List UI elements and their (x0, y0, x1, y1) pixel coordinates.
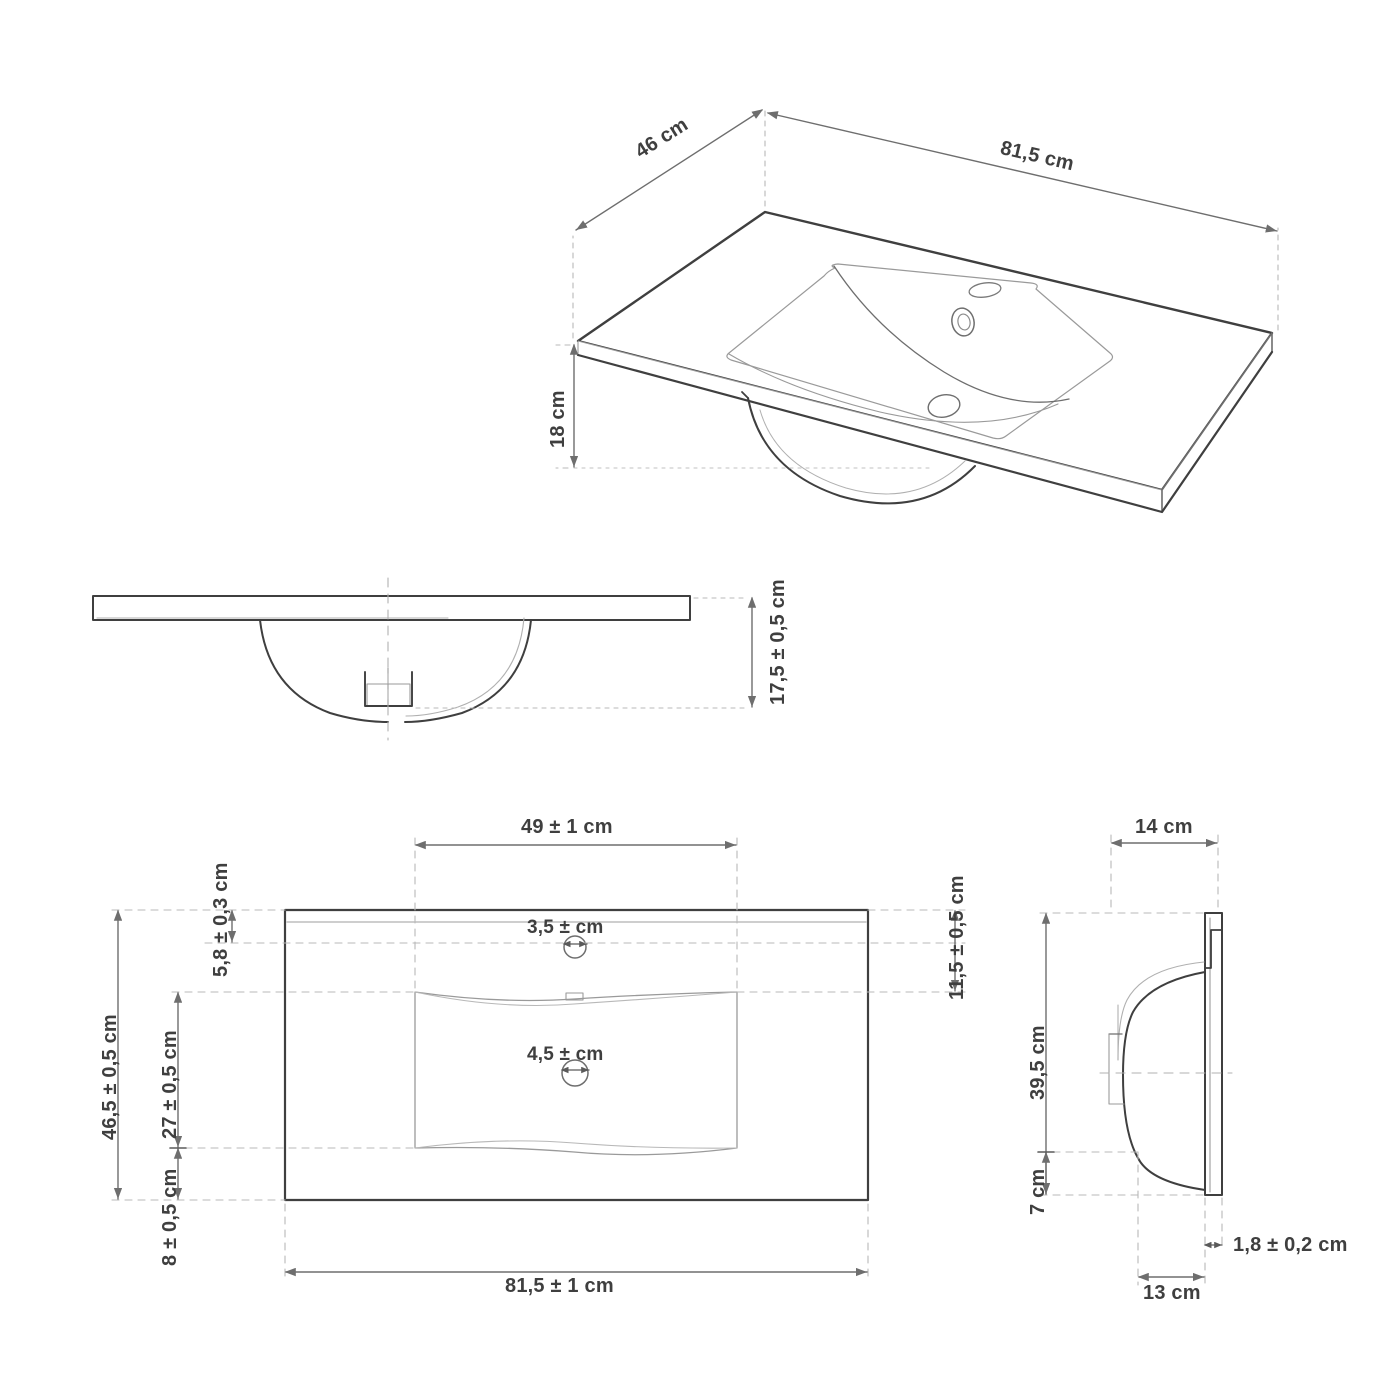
dim-plan-total-width: 81,5 ± 1 cm (505, 1275, 614, 1297)
dim-plan-tap-hole-offset: 5,8 ± 0,3 cm (210, 862, 232, 977)
dim-plan-drain-hole-diameter: 4,5 ± cm (527, 1044, 604, 1065)
side-section-geometry (1037, 834, 1233, 1286)
dim-side-top-width: 14 cm (1135, 816, 1193, 838)
plan-view-geometry (111, 837, 966, 1283)
dim-side-bottom-height: 7 cm (1027, 1168, 1049, 1215)
front-section-geometry (92, 577, 757, 741)
dim-side-rim-thickness: 1,8 ± 0,2 cm (1233, 1234, 1348, 1256)
dim-plan-total-depth: 46,5 ± 0,5 cm (99, 1014, 121, 1140)
dim-plan-basin-depth: 27 ± 0,5 cm (159, 1030, 181, 1139)
dim-plan-front-margin: 8 ± 0,5 cm (159, 1168, 181, 1266)
isometric-geometry (555, 109, 1279, 514)
dim-iso-width: 81,5 cm (998, 137, 1077, 176)
dim-side-height: 39,5 cm (1027, 1025, 1049, 1100)
dim-iso-depth: 46 cm (631, 113, 693, 163)
dim-plan-tap-hole-diameter: 3,5 ± cm (527, 917, 604, 938)
dim-side-bottom-width: 13 cm (1143, 1282, 1201, 1304)
dim-plan-right-margin: 11,5 ± 0,5 cm (946, 875, 968, 1000)
dim-plan-basin-width: 49 ± 1 cm (521, 816, 613, 838)
dim-iso-height: 18 cm (547, 390, 569, 448)
dim-section-front-height: 17,5 ± 0,5 cm (767, 579, 789, 705)
